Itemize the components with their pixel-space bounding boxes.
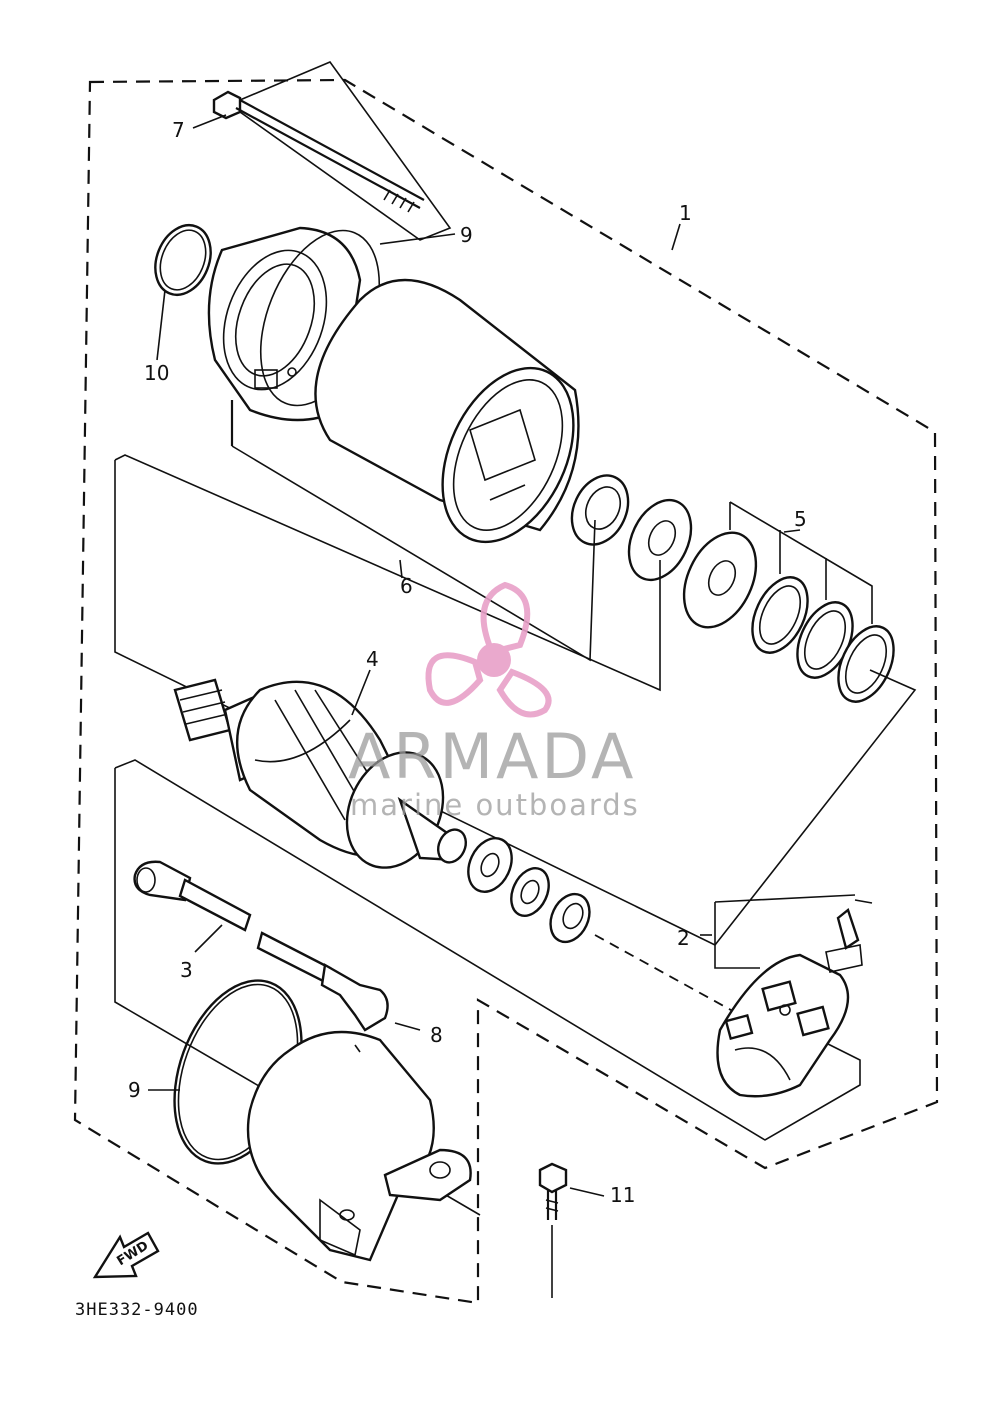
- watermark-subtitle: marine outboards: [350, 788, 640, 822]
- rear-cover: [246, 1030, 472, 1262]
- oil-seal: [627, 498, 693, 582]
- bearing: [570, 474, 630, 546]
- callout-1: 1: [679, 201, 692, 225]
- bolt: [538, 1162, 568, 1220]
- callout-7: 7: [172, 118, 185, 142]
- callout-6: 6: [400, 574, 413, 598]
- callout-3: 3: [180, 958, 193, 982]
- callout-10: 10: [144, 361, 169, 385]
- fwd-arrow-icon: FWD: [92, 1231, 160, 1279]
- callout-5: 5: [794, 507, 807, 531]
- watermark-title: ARMADA: [348, 720, 636, 793]
- lead-wire: [133, 860, 252, 953]
- callout-8: 8: [430, 1023, 443, 1047]
- yoke-housing: [314, 278, 580, 544]
- propeller-icon: [425, 581, 552, 718]
- callout-2: 2: [677, 926, 690, 950]
- armature-washers: [467, 837, 591, 944]
- drawing-code: 3HE332-9400: [75, 1300, 199, 1320]
- watermark: ARMADA marine outboards: [348, 581, 640, 822]
- through-bolt: [212, 61, 452, 241]
- lead-wire-8: [256, 931, 421, 1032]
- armature: [173, 678, 467, 869]
- brush-holder: [716, 899, 873, 1098]
- washer-set: [682, 501, 895, 703]
- callout-9-lower: 9: [128, 1078, 141, 1102]
- assembly-boundary: [73, 78, 939, 1305]
- callout-4: 4: [366, 647, 379, 671]
- callout-11: 11: [610, 1183, 635, 1207]
- callout-9-upper: 9: [460, 223, 473, 247]
